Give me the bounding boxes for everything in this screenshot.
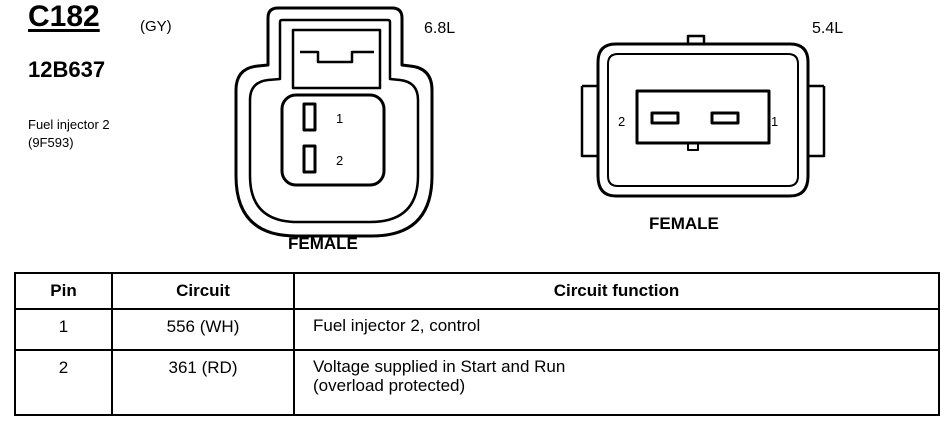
cell-pin: 1 bbox=[14, 308, 113, 351]
connector-gender-label: FEMALE bbox=[288, 234, 358, 253]
cell-circuit: 556 (WH) bbox=[111, 308, 295, 351]
part-number: 12B637 bbox=[28, 57, 106, 82]
table-header-row: Pin Circuit Circuit function bbox=[14, 272, 940, 310]
function-line: Fuel injector 2, control bbox=[313, 316, 481, 335]
function-line: (overload protected) bbox=[313, 376, 466, 395]
pin-label: 1 bbox=[771, 114, 778, 129]
table-row: 2 361 (RD) Voltage supplied in Start and… bbox=[14, 349, 940, 416]
connector-face-5-4l bbox=[580, 34, 826, 198]
cell-circuit: 361 (RD) bbox=[111, 349, 295, 416]
cell-pin: 2 bbox=[14, 349, 113, 416]
engine-label: 5.4L bbox=[812, 20, 844, 37]
description-line: (9F593) bbox=[28, 135, 74, 150]
pin-label: 2 bbox=[336, 153, 343, 168]
cell-circuit-function: Voltage supplied in Start and Run (overl… bbox=[293, 349, 940, 416]
connector-description: Fuel injector 2 (9F593) bbox=[28, 116, 110, 152]
connector-face-6-8l bbox=[234, 6, 434, 238]
header-circuit-function: Circuit function bbox=[293, 272, 940, 310]
engine-label: 6.8L bbox=[424, 20, 456, 37]
pinout-table: Pin Circuit Circuit function 1 556 (WH) … bbox=[14, 272, 940, 416]
pin-label: 2 bbox=[618, 114, 625, 129]
cell-circuit-function: Fuel injector 2, control bbox=[293, 308, 940, 351]
header-pin: Pin bbox=[14, 272, 113, 310]
header-circuit: Circuit bbox=[111, 272, 295, 310]
connector-gender-label: FEMALE bbox=[649, 214, 719, 233]
connector-face-diagrams: 1 2 2 1 bbox=[234, 6, 826, 238]
connector-id: C182 bbox=[28, 0, 100, 33]
pin-label: 1 bbox=[336, 111, 343, 126]
description-line: Fuel injector 2 bbox=[28, 117, 110, 132]
function-line: Voltage supplied in Start and Run bbox=[313, 357, 566, 376]
table-row: 1 556 (WH) Fuel injector 2, control bbox=[14, 308, 940, 351]
connector-color-code: (GY) bbox=[140, 18, 172, 35]
